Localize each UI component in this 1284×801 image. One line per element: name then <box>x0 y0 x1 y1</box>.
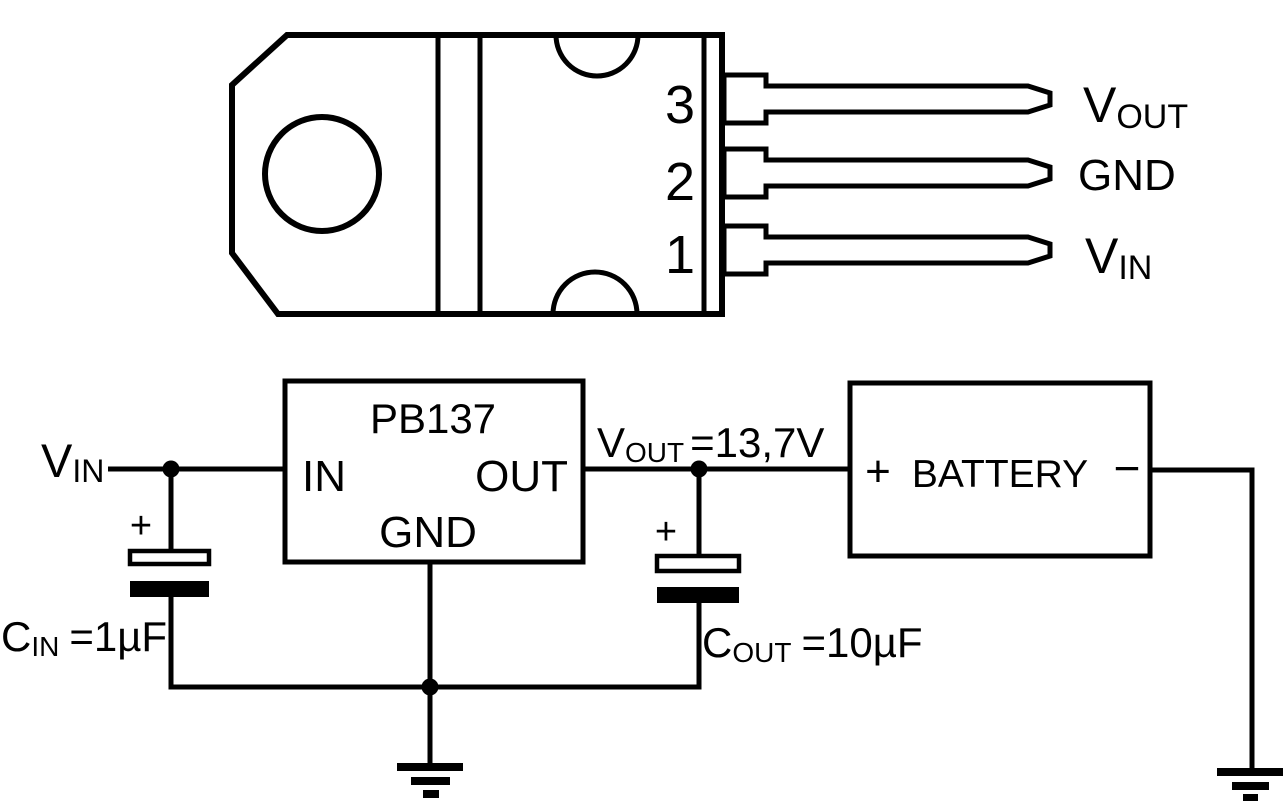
pin-2-lead <box>721 146 1053 200</box>
cout-plus-sign: + <box>655 511 677 553</box>
pin-3-lead <box>721 72 1053 126</box>
battery-label: BATTERY <box>912 453 1088 496</box>
battery-return-wire <box>1150 467 1255 768</box>
ground-symbol-left <box>397 763 463 798</box>
top-notch <box>553 34 641 79</box>
cin-bottom-plate <box>130 581 209 597</box>
regulator-box <box>282 378 586 565</box>
vout-junction-dot <box>690 460 708 478</box>
pin-2-label-gnd: GND <box>1078 151 1176 200</box>
cin-top-plate <box>127 548 212 567</box>
application-schematic: VIN + CIN=1µF PB137 IN OUT GND VOUT=13,7… <box>1 378 1283 801</box>
battery-plus-sign: + <box>865 447 891 496</box>
pin-1-number: 1 <box>665 225 695 285</box>
to220-package-drawing: 3 2 1 VOUT GND VIN <box>229 32 1188 317</box>
mounting-hole <box>262 114 382 234</box>
ground-rail <box>168 596 702 690</box>
cout-top-plate <box>654 553 742 574</box>
battery-minus-sign: − <box>1114 442 1141 494</box>
cout-bottom-plate <box>657 587 739 603</box>
ground-symbol-right <box>1217 768 1283 801</box>
package-outline <box>229 32 725 317</box>
pin-3-number: 3 <box>665 75 695 135</box>
regulator-out-label: OUT <box>475 452 568 501</box>
cin-value-label: CIN=1µF <box>1 613 167 662</box>
pin-1-lead <box>721 223 1053 277</box>
cin-plus-sign: + <box>130 505 152 547</box>
regulator-gnd-label: GND <box>379 508 477 557</box>
vout-value-label: VOUT=13,7V <box>597 419 824 468</box>
vin-label: VIN <box>41 434 104 489</box>
regulator-in-label: IN <box>302 452 346 501</box>
regulator-title: PB137 <box>370 395 496 442</box>
cout-value-label: COUT=10µF <box>702 619 923 668</box>
bottom-notch <box>550 269 640 315</box>
pin-3-label-vout: VOUT <box>1083 77 1188 136</box>
pin-1-label-vin: VIN <box>1085 228 1152 287</box>
vin-junction-dot <box>162 460 180 478</box>
pin-2-number: 2 <box>665 152 695 212</box>
battery-box <box>847 380 1153 559</box>
